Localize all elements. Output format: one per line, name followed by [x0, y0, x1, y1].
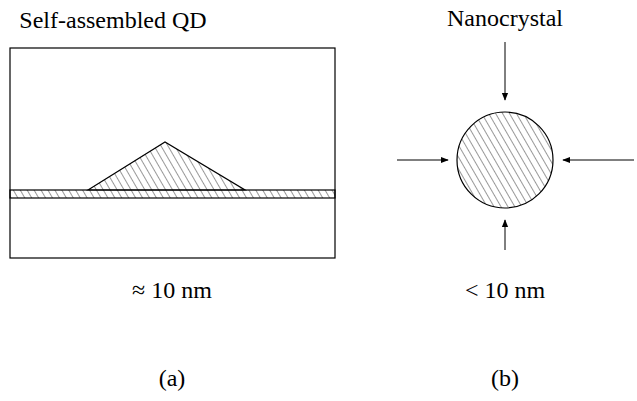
panel-title: Self-assembled QD [19, 7, 206, 33]
arrow-top [505, 42, 506, 100]
panel-label: (a) [159, 365, 186, 391]
size-dimension: < 10 nm [465, 277, 545, 303]
substrate-box [10, 48, 335, 258]
size-dimension: ≈ 10 nm [132, 277, 212, 303]
quantum-dot-pyramid [88, 142, 245, 190]
wetting-layer [10, 190, 335, 198]
arrow-right [563, 160, 634, 161]
arrow-bottom [505, 220, 506, 250]
nanocrystal-sphere [457, 112, 553, 208]
panel-title: Nanocrystal [447, 5, 563, 31]
arrow-left [397, 160, 448, 161]
panel-label: (b) [491, 365, 519, 391]
